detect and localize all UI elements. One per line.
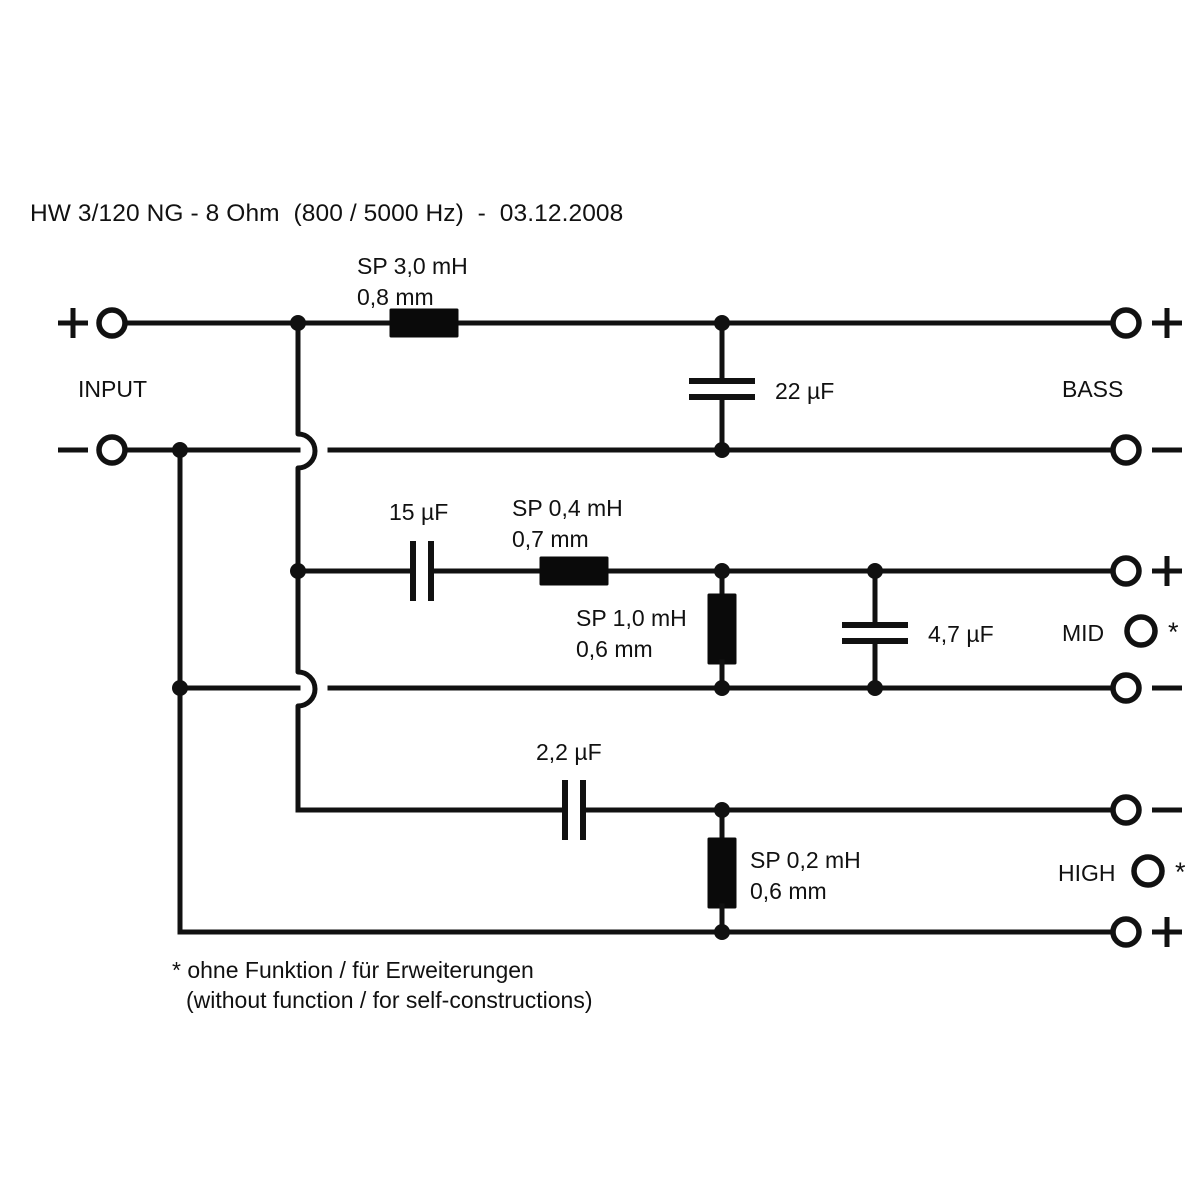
- bass-shunt-capacitor-label: 22 µF: [775, 378, 835, 404]
- high-series-capacitor-label: 2,2 µF: [536, 739, 602, 765]
- mid-shunt-capacitor-symbol: [842, 568, 908, 691]
- input-minus-terminal[interactable]: [96, 434, 128, 466]
- bass-plus-sign: [1152, 308, 1182, 338]
- high-spare-asterisk: *: [1175, 857, 1186, 887]
- bass-minus-terminal[interactable]: [1110, 434, 1142, 466]
- mid-series-coil-label-line2: 0,7 mm: [512, 526, 589, 552]
- mid-series-capacitor-symbol: [410, 541, 434, 601]
- input-plus-terminal[interactable]: [96, 307, 128, 339]
- mid-port-label: MID: [1062, 620, 1105, 646]
- bass-series-coil-symbol: [389, 308, 459, 338]
- bass-series-coil-label-line1: SP 3,0 mH: [357, 253, 468, 279]
- mid-shunt-coil-label-line2: 0,6 mm: [576, 636, 653, 662]
- bass-port-label: BASS: [1062, 376, 1124, 402]
- mid-spare-terminal[interactable]: [1124, 614, 1158, 648]
- diagram-title: HW 3/120 NG - 8 Ohm (800 / 5000 Hz) - 03…: [30, 200, 624, 227]
- junction-dots: [172, 315, 883, 940]
- high-series-capacitor-symbol: [562, 780, 586, 840]
- mid-minus-terminal[interactable]: [1110, 672, 1142, 704]
- high-shunt-coil-label-line1: SP 0,2 mH: [750, 847, 861, 873]
- input-port-label: INPUT: [78, 376, 147, 402]
- mid-plus-sign: [1152, 556, 1182, 586]
- mid-shunt-capacitor-label: 4,7 µF: [928, 621, 994, 647]
- high-spare-terminal[interactable]: [1131, 854, 1165, 888]
- mid-shunt-coil-symbol: [707, 568, 737, 691]
- high-plus-sign: [1152, 917, 1182, 947]
- high-shunt-coil-label-line2: 0,6 mm: [750, 878, 827, 904]
- mid-shunt-coil-label-line1: SP 1,0 mH: [576, 605, 687, 631]
- mid-spare-asterisk: *: [1168, 617, 1179, 647]
- bass-series-coil-label-line2: 0,8 mm: [357, 284, 434, 310]
- bass-shunt-capacitor-symbol: [689, 320, 755, 453]
- bass-plus-terminal[interactable]: [1110, 307, 1142, 339]
- high-plus-terminal[interactable]: [1110, 916, 1142, 948]
- high-minus-terminal[interactable]: [1110, 794, 1142, 826]
- footnote-line1: * ohne Funktion / für Erweiterungen: [172, 957, 534, 983]
- footnote-line2: (without function / for self-constructio…: [186, 987, 593, 1013]
- mid-series-coil-symbol: [539, 556, 609, 586]
- high-shunt-coil-symbol: [707, 807, 737, 935]
- high-port-label: HIGH: [1058, 860, 1116, 886]
- mid-series-coil-label-line1: SP 0,4 mH: [512, 495, 623, 521]
- input-plus-sign: [58, 308, 88, 338]
- mid-plus-terminal[interactable]: [1110, 555, 1142, 587]
- mid-series-capacitor-label: 15 µF: [389, 499, 449, 525]
